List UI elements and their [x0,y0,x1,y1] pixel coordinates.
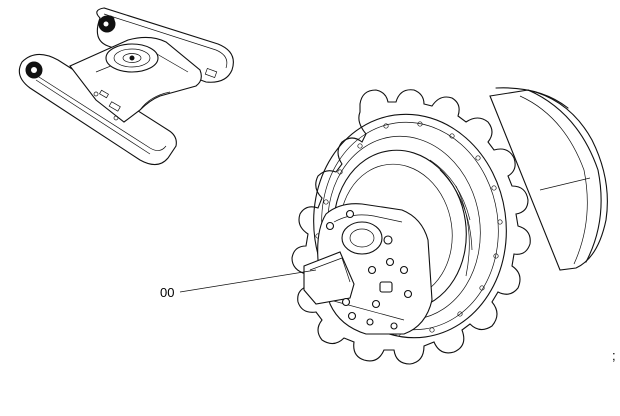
callout: 00 [160,269,317,300]
hydraulic-motor-block [303,203,433,335]
motor-housing [489,87,608,271]
overview-idler [25,61,43,79]
callout-label: 00 [160,285,174,300]
final-drive-assembly [291,87,608,365]
track-frame-overview [18,7,234,166]
leader-line [179,269,317,293]
overview-drive-sprocket [98,15,116,33]
edge-mark: ; [612,348,616,363]
